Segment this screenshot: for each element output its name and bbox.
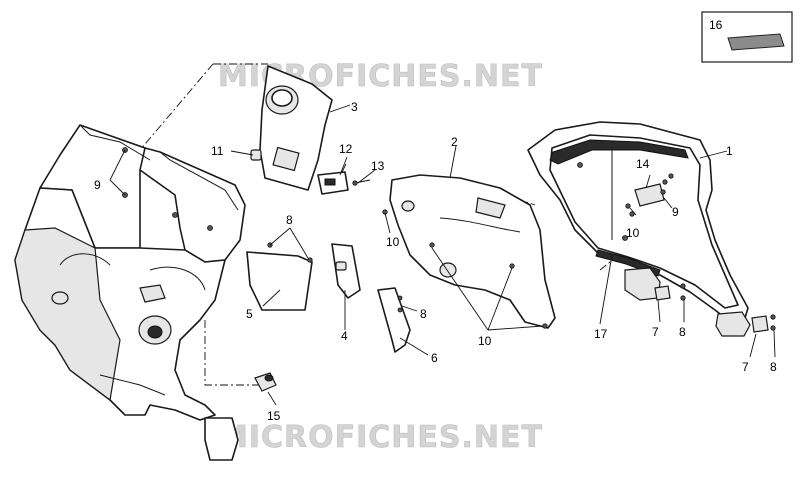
part-7-brackets [654,283,776,333]
part-2-inner-panel [382,174,556,329]
part-14-clips [625,173,674,217]
callout-12: 12 [339,142,353,156]
callout-10-left: 10 [386,235,400,249]
watermark-bottom: MICROFICHES.NET [218,420,543,455]
callout-17: 17 [594,327,608,341]
callout-7-left: 7 [652,325,659,339]
leg-shield-assembly [14,124,246,461]
callout-16: 16 [709,18,723,32]
callout-10-right: 10 [626,226,640,240]
part-4-cover [331,243,361,299]
callout-2: 2 [451,135,458,149]
callout-1: 1 [726,144,733,158]
part-6-bracket [377,287,411,353]
part-16-box [701,11,793,63]
part-3-glovebox-cover [259,65,333,191]
small-hardware [250,149,371,195]
leader-lines [109,104,776,406]
callout-labels: 3 11 12 13 2 1 9 8 5 4 6 8 10 10 17 10 1… [94,18,777,423]
callout-5: 5 [246,307,253,321]
callout-8-far-right: 8 [770,360,777,374]
part-1-right-cover [527,121,751,337]
callout-8-upper: 8 [286,213,293,227]
part-5-panel [246,242,313,311]
callout-9-right: 9 [672,205,679,219]
callout-7-right: 7 [742,360,749,374]
callout-6: 6 [431,351,438,365]
part-15-grommet [254,372,277,392]
callout-11: 11 [211,144,224,158]
callout-4: 4 [341,329,348,343]
callout-10-bottom: 10 [478,334,492,348]
callout-3: 3 [351,100,358,114]
callout-9-left: 9 [94,178,101,192]
callout-15: 15 [267,409,281,423]
callout-8-middle: 8 [420,307,427,321]
callout-8-right: 8 [679,325,686,339]
callout-13: 13 [371,159,385,173]
callout-14: 14 [636,157,650,171]
